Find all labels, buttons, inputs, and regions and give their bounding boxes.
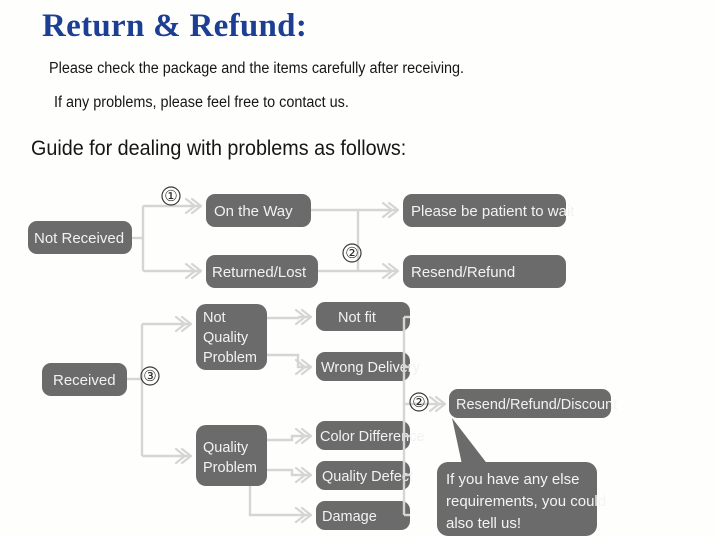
node-not-quality-problem-line-2: Quality: [203, 330, 249, 346]
intro-line-2: If any problems, please feel free to con…: [54, 94, 349, 111]
node-not-quality-problem-line-1: Not: [203, 310, 226, 326]
callout-bubble[interactable]: If you have any else requirements, you c…: [437, 418, 606, 536]
marker-step-2-bottom: ②: [409, 392, 429, 412]
node-color-difference[interactable]: Color Difference: [316, 421, 425, 450]
node-not-received-label: Not Received: [34, 230, 124, 247]
arrowhead-resend-refund-discount-2: [428, 395, 441, 413]
intro-line-1: Please check the package and the items c…: [49, 60, 465, 77]
arrowhead-patient-wait: [387, 201, 400, 219]
arrowhead-on-the-way: [190, 197, 203, 215]
arrowhead-not-quality-2: [174, 315, 187, 333]
node-not-fit[interactable]: Not fit: [316, 302, 410, 331]
arrowhead-damage: [300, 506, 313, 524]
node-resend-refund-label: Resend/Refund: [411, 264, 515, 281]
arrowhead-color-difference: [300, 427, 313, 445]
arrowhead-wrong-delivery: [300, 358, 313, 376]
arrowhead-not-fit-2: [294, 308, 307, 326]
node-quality-problem[interactable]: Quality Problem: [196, 425, 267, 486]
node-resend-refund[interactable]: Resend/Refund: [403, 255, 566, 288]
callout-line-3: also tell us!: [446, 515, 521, 532]
marker-step-1-label: ①: [164, 189, 177, 205]
marker-step-1: ①: [161, 186, 181, 206]
page-title: Return & Refund:: [42, 8, 308, 44]
arrowhead-damage-2: [294, 506, 307, 524]
node-resend-refund-discount-label: Resend/Refund/Discount: [456, 397, 617, 413]
connector-to-quality-defect: [267, 468, 310, 477]
node-not-fit-label: Not fit: [338, 310, 376, 326]
arrowhead-wrong-delivery-2: [294, 358, 307, 376]
node-please-be-patient-label: Please be patient to wait: [411, 203, 575, 220]
arrowhead-quality: [180, 447, 193, 465]
arrowhead-returned-lost: [190, 262, 203, 280]
node-on-the-way-label: On the Way: [214, 203, 293, 220]
node-color-difference-label: Color Difference: [320, 429, 425, 445]
arrowhead-quality-defect: [300, 466, 313, 484]
node-not-received[interactable]: Not Received: [28, 221, 132, 254]
node-damage-label: Damage: [322, 509, 377, 525]
marker-step-2-bottom-label: ②: [412, 395, 425, 411]
arrowhead-resend-refund-2: [381, 262, 394, 280]
guide-heading: Guide for dealing with problems as follo…: [31, 137, 407, 160]
node-received[interactable]: Received: [42, 363, 127, 396]
arrowhead-not-fit: [300, 308, 313, 326]
connector-to-damage: [248, 486, 310, 517]
marker-step-3: ③: [140, 366, 160, 386]
arrowhead-patient-wait-2: [381, 201, 394, 219]
node-not-quality-problem[interactable]: Not Quality Problem: [196, 304, 267, 370]
callout-line-1: If you have any else: [446, 471, 579, 488]
arrowhead-not-quality: [180, 315, 193, 333]
node-resend-refund-discount[interactable]: Resend/Refund/Discount: [449, 389, 617, 418]
marker-step-2-top: ②: [342, 243, 362, 263]
connector-to-color-difference: [267, 434, 310, 442]
marker-step-2-top-label: ②: [345, 246, 358, 262]
arrowhead-on-the-way-2: [184, 197, 197, 215]
node-on-the-way[interactable]: On the Way: [206, 194, 311, 227]
node-received-label: Received: [53, 372, 116, 389]
node-wrong-delivery-label: Wrong Delivery: [321, 360, 421, 376]
node-returned-lost[interactable]: Returned/Lost: [206, 255, 318, 288]
arrowhead-returned-lost-2: [184, 262, 197, 280]
arrowhead-quality-2: [174, 447, 187, 465]
callout-line-2: requirements, you could: [446, 493, 606, 510]
node-quality-problem-line-2: Problem: [203, 460, 257, 476]
node-quality-defect-label: Quality Defect: [322, 469, 413, 485]
marker-step-3-label: ③: [143, 369, 156, 385]
node-not-quality-problem-line-3: Problem: [203, 350, 257, 366]
node-returned-lost-label: Returned/Lost: [212, 264, 307, 281]
node-damage[interactable]: Damage: [316, 501, 410, 530]
arrowhead-quality-defect-2: [294, 466, 307, 484]
node-quality-problem-line-1: Quality: [203, 440, 249, 456]
arrowhead-resend-refund: [387, 262, 400, 280]
arrowhead-color-difference-2: [294, 427, 307, 445]
connector-nq-spine-top: [267, 316, 300, 320]
node-wrong-delivery[interactable]: Wrong Delivery: [316, 352, 421, 381]
node-quality-defect[interactable]: Quality Defect: [316, 461, 413, 490]
arrowhead-resend-refund-discount: [434, 395, 447, 413]
node-please-be-patient[interactable]: Please be patient to wait: [403, 194, 575, 227]
